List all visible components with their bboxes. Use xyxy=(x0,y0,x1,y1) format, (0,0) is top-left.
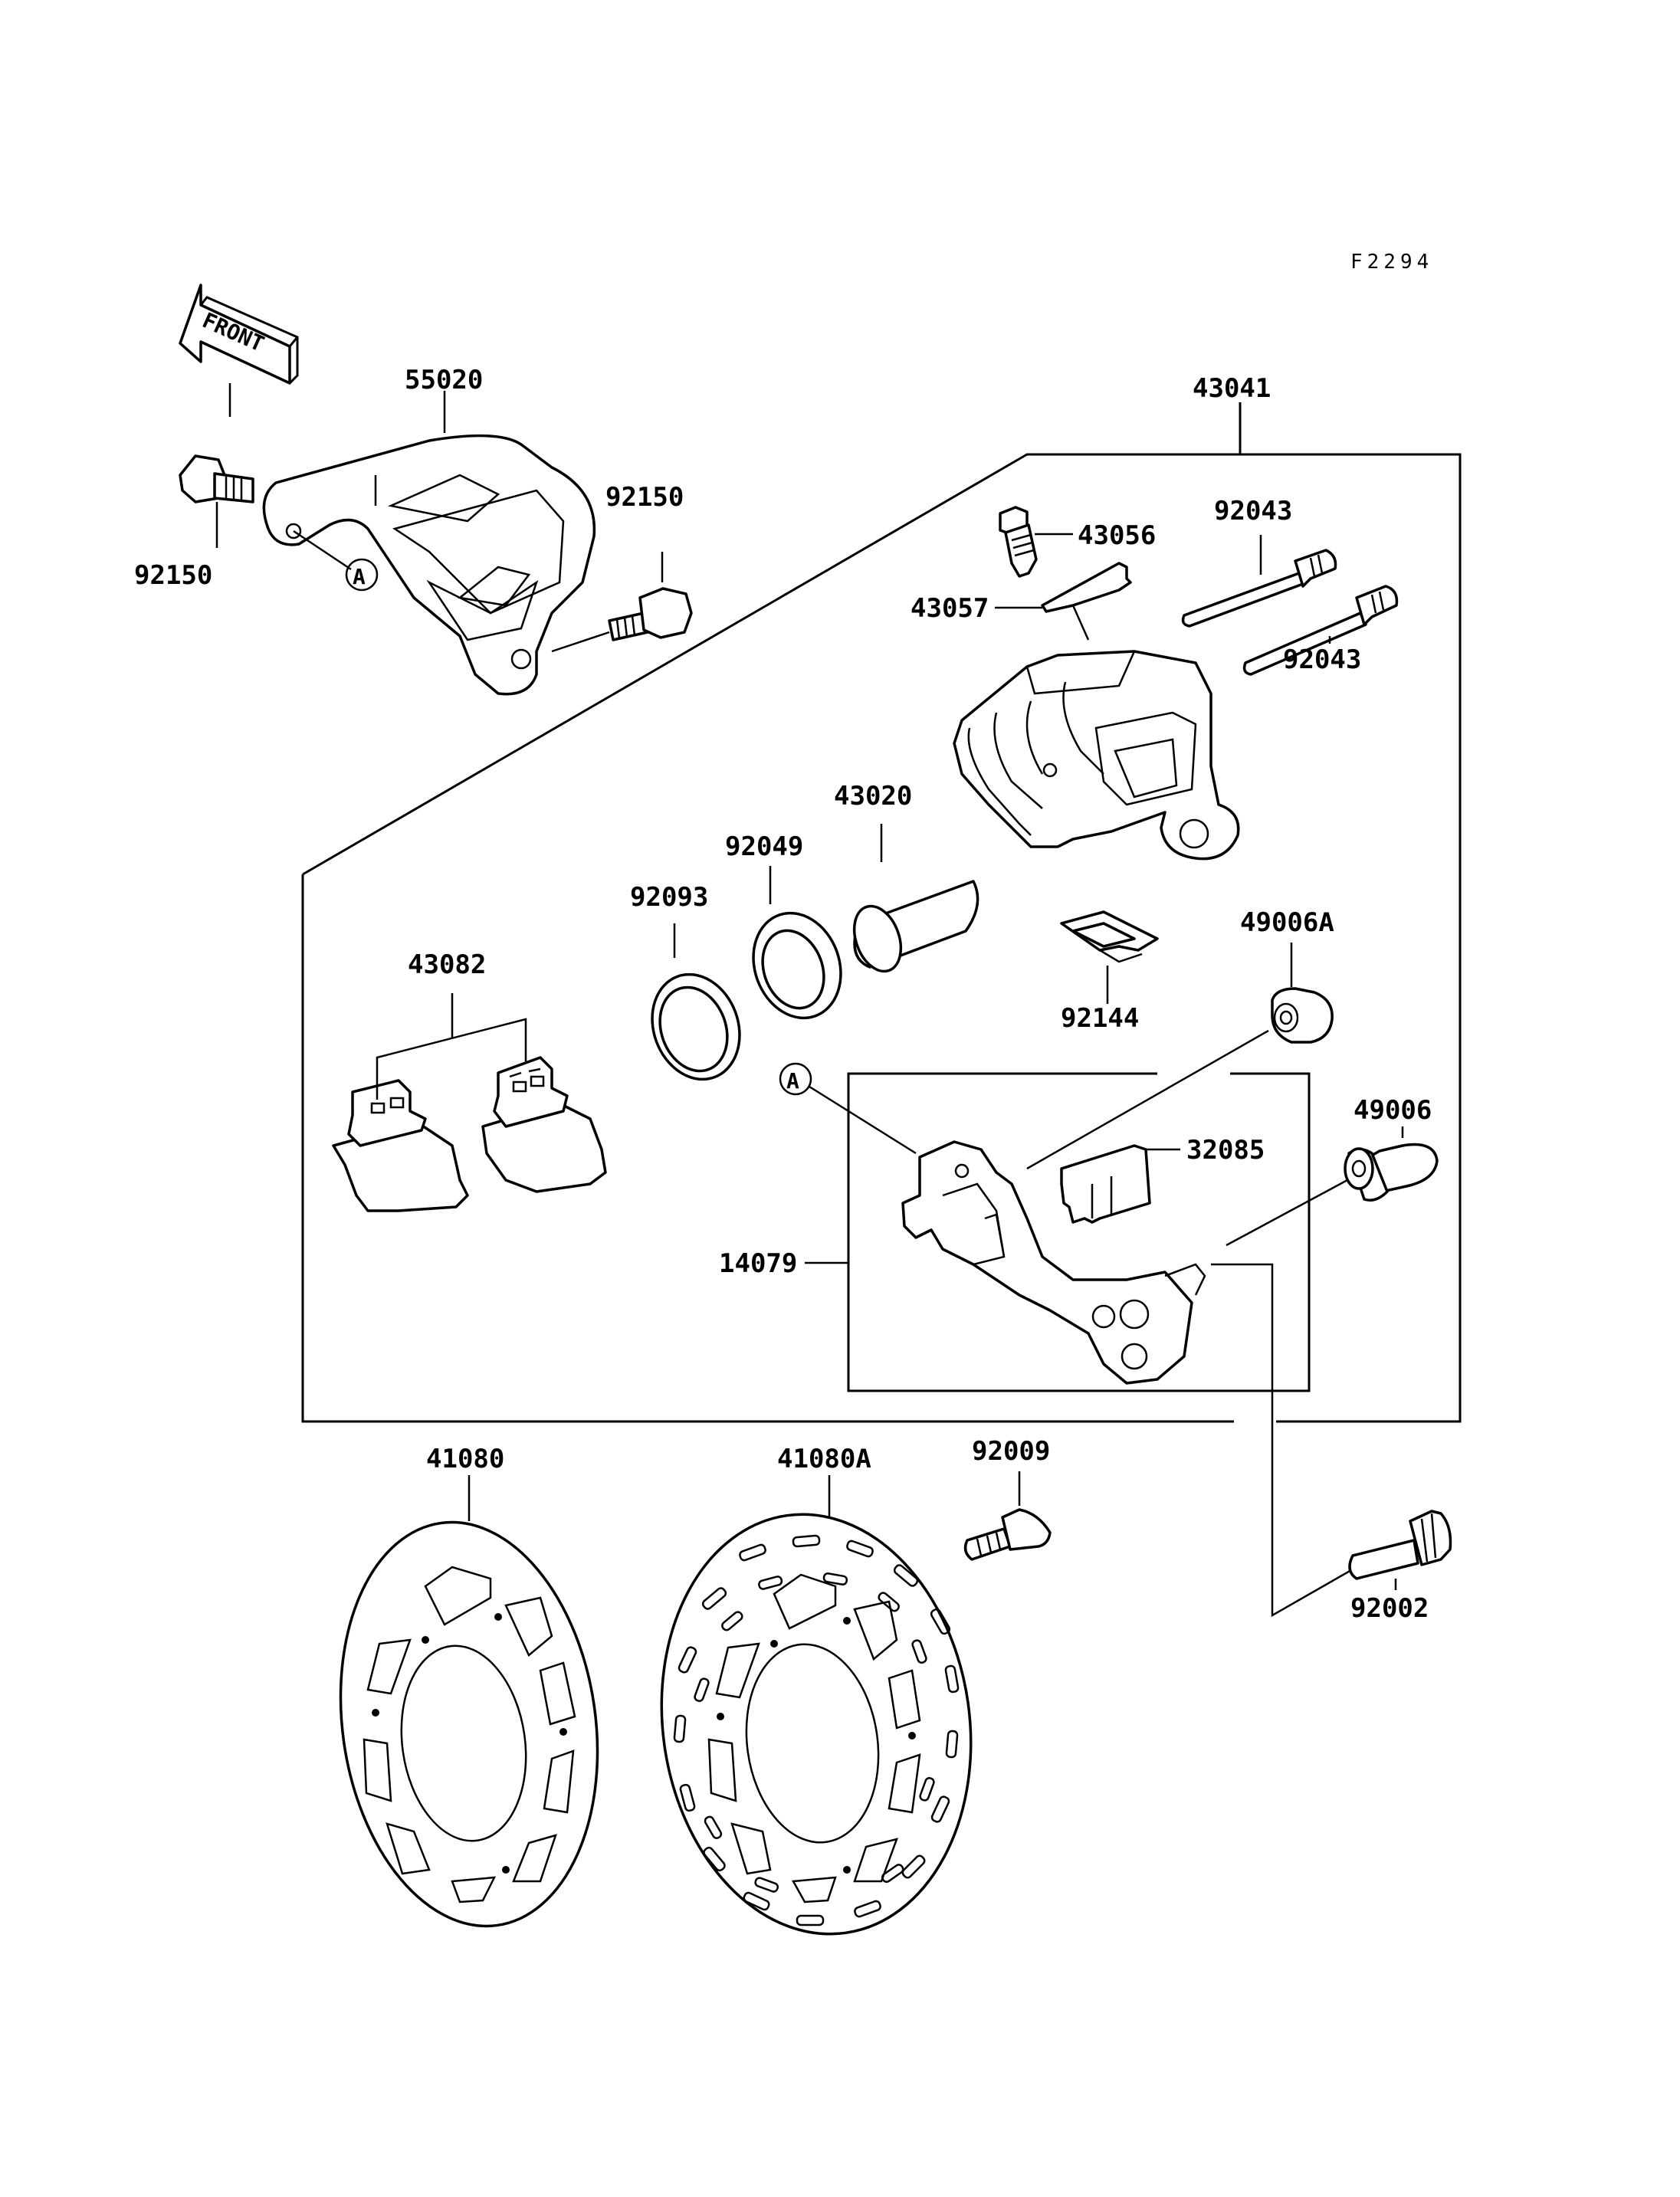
part-label-55020: 55020 xyxy=(405,365,483,395)
part-label-92093: 92093 xyxy=(630,882,708,913)
bolt-92150-left-icon xyxy=(179,454,254,503)
part-label-92043-lower: 92043 xyxy=(1283,644,1361,675)
leader-ref-a-upper xyxy=(293,530,352,571)
part-label-92144: 92144 xyxy=(1061,1003,1139,1034)
leader-49006a-b xyxy=(1026,1029,1269,1170)
ref-marker-a-lower-text: A xyxy=(786,1068,799,1094)
part-label-49006A: 49006A xyxy=(1240,907,1334,938)
leader-ref-a-lower xyxy=(809,1085,917,1155)
part-label-43041: 43041 xyxy=(1193,373,1271,404)
brake-pad-43082-front-icon xyxy=(332,1079,469,1212)
brake-disc-41080-icon xyxy=(339,1520,599,1928)
part-label-41080: 41080 xyxy=(426,1444,504,1474)
part-label-41080A: 41080A xyxy=(777,1444,871,1474)
part-label-92150-left: 92150 xyxy=(134,560,212,591)
part-label-43082: 43082 xyxy=(408,949,486,980)
ref-marker-a-upper-text: A xyxy=(353,564,366,589)
part-label-92150-right: 92150 xyxy=(605,482,684,513)
front-arrow-icon: FRONT xyxy=(179,284,299,385)
caliper-body-icon xyxy=(953,650,1240,861)
diagram-code: F2294 xyxy=(1350,251,1433,274)
slide-pin-92043-lower-icon xyxy=(1242,585,1399,676)
leader-49006-b xyxy=(1226,1179,1348,1247)
brake-pad-43082-rear-icon xyxy=(481,1056,607,1193)
screw-92009-icon xyxy=(963,1508,1052,1561)
leader-92002-lower xyxy=(1271,1421,1357,1618)
slide-pin-92043-upper-icon xyxy=(1181,549,1337,628)
part-label-43057: 43057 xyxy=(911,593,989,624)
brake-disc-41080a-icon xyxy=(660,1513,973,1936)
bleeder-valve-43056-icon xyxy=(999,506,1038,578)
dust-seal-92093-icon xyxy=(651,972,741,1081)
part-label-32085: 32085 xyxy=(1186,1135,1265,1166)
caliper-holder-14079-icon xyxy=(901,1140,1206,1385)
pin-boot-49006a-icon xyxy=(1271,987,1334,1044)
assembly-outline-43041 xyxy=(302,453,1462,1423)
piston-43020-icon xyxy=(852,880,979,973)
pad-spring-92144-icon xyxy=(1060,910,1159,963)
part-label-43056: 43056 xyxy=(1078,520,1156,551)
piston-seal-92049-icon xyxy=(752,911,842,1020)
pad-shim-32085-icon xyxy=(1060,1144,1151,1224)
bolt-92150-right-icon xyxy=(608,587,693,641)
part-label-14079: 14079 xyxy=(719,1248,797,1279)
bolt-49006-icon xyxy=(1344,1143,1439,1202)
part-label-92043-upper: 92043 xyxy=(1214,496,1292,526)
part-label-49006: 49006 xyxy=(1354,1095,1432,1126)
spring-clip-43057-icon xyxy=(1041,562,1132,641)
subassembly-outline-14079 xyxy=(847,1072,1311,1392)
bolt-92002-icon xyxy=(1348,1510,1452,1580)
caliper-bracket-55020-icon xyxy=(262,434,596,696)
part-label-43020: 43020 xyxy=(834,781,912,812)
ref-marker-a-lower xyxy=(779,1062,812,1096)
ref-marker-a-upper xyxy=(345,558,379,592)
leader-92002-connector xyxy=(1211,1263,1274,1421)
part-label-92009: 92009 xyxy=(972,1436,1050,1467)
part-label-92049: 92049 xyxy=(725,831,803,862)
part-label-92002: 92002 xyxy=(1350,1593,1429,1624)
assembly-outline-43041-left xyxy=(301,874,1234,1423)
leader-92150-right-b xyxy=(551,631,610,653)
